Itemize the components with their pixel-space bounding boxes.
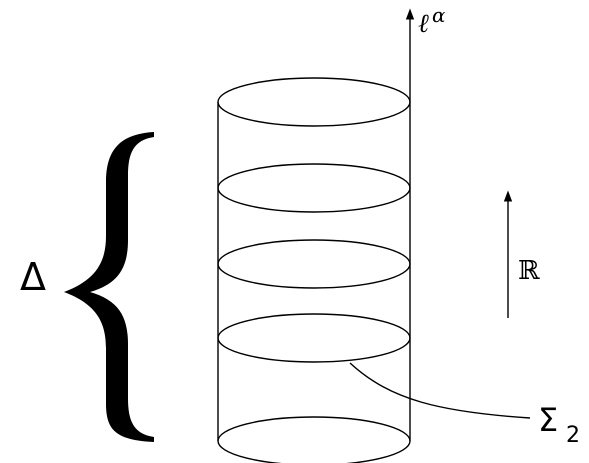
region-label: Δ [20,255,46,299]
cylinder-bottom-ellipse [217,416,411,463]
time-direction-label: ℓ [418,9,429,39]
slice-ellipse-upper [217,163,411,213]
time-direction-superscript: α [432,3,446,27]
real-line-label: ℝ [518,256,540,286]
slice-ellipse-middle [217,239,411,289]
cylinder-top-ellipse [217,77,411,127]
slice-subscript: 2 [566,423,580,448]
cylinder [217,77,411,463]
region-brace [64,132,154,442]
slice-ellipse-sigma-2 [217,313,411,363]
brace-icon [64,132,154,442]
slice-leader-line [349,362,531,419]
slice-label: Σ [538,401,558,439]
